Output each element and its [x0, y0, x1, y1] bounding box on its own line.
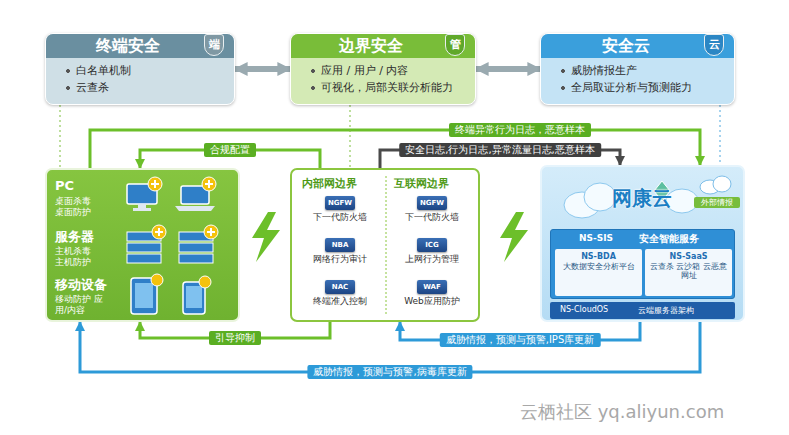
platform-bar: NS-CloudOS 云端服务器架构 — [550, 302, 735, 319]
service-name: 安全智能服务 — [639, 232, 699, 246]
product-name: 下一代防火墙 — [298, 212, 382, 223]
bullet-item: 云查杀 — [46, 79, 234, 96]
dotted-link — [720, 105, 721, 165]
flow-arrow — [476, 66, 540, 72]
bullet-item: 威胁情报生产 — [541, 62, 734, 79]
device-feature: 桌面杀毒 桌面防护 — [55, 196, 101, 218]
zone-heading: 内部网边界 — [302, 176, 357, 191]
device-label: PC — [55, 178, 74, 193]
server-icons — [127, 225, 218, 263]
security-panel: 边界安全管应用 / 用户 / 内容可视化，局部关联分析能力 — [290, 33, 476, 105]
mobile-icons — [131, 274, 211, 314]
product-name: 上网行为管理 — [390, 254, 474, 265]
flow-arrow — [235, 66, 290, 72]
module-desc: 云查杀 云沙箱 云恶意网址 — [647, 262, 730, 280]
bullet-item: 可视化，局部关联分析能力 — [291, 79, 475, 96]
product-item: NGFW 下一代防火墙 — [390, 194, 474, 234]
flow-label: 终端异常行为日志，恶意样本 — [449, 123, 591, 137]
flow-arrow — [90, 130, 700, 168]
flow-label: 引导抑制 — [209, 331, 261, 345]
flow-label: 威胁情报，预测与预警,IPS库更新 — [440, 333, 601, 347]
security-panel: 终端安全端白名单机制云查杀 — [45, 33, 235, 105]
module-code: NS-SaaS — [647, 251, 730, 262]
shield-badge: 云 — [704, 34, 724, 56]
device-feature: 移动防护 应用/内容 — [55, 294, 107, 316]
module-box: NS-SaaS云查杀 云沙箱 云恶意网址 — [645, 249, 732, 296]
module-desc: 大数据安全分析平台 — [557, 262, 640, 271]
device-label: 移动设备 — [55, 276, 107, 294]
dotted-link — [350, 105, 351, 168]
service-code: NS-SIS — [579, 233, 613, 243]
zone-heading: 互联网边界 — [394, 176, 449, 191]
product-name: 终端准入控制 — [298, 296, 382, 307]
device-feature: 主机杀毒 主机防护 — [55, 246, 101, 268]
intel-label: 外部情报 — [694, 197, 740, 208]
lightning-bolt — [500, 212, 528, 262]
boundary-panel: 内部网边界 互联网边界 NGFW 下一代防火墙 NBA 网络行为审计 NAC 终端准入控制 NG… — [290, 168, 480, 322]
flow-label: 安全日志,行为日志,异常流量日志,恶意样本 — [399, 143, 601, 157]
service-box: NS-SIS安全智能服务NS-BDA大数据安全分析平台NS-SaaS云查杀 云沙… — [550, 229, 735, 299]
bullet-item: 应用 / 用户 / 内容 — [291, 62, 475, 79]
product-icon: NGFW — [417, 196, 447, 210]
flow-label: 合规配置 — [204, 143, 256, 157]
product-name: 下一代防火墙 — [390, 212, 474, 223]
cloud-title: 网康云 — [612, 185, 672, 212]
product-item: NAC 终端准入控制 — [298, 278, 382, 318]
product-item: NBA 网络行为审计 — [298, 236, 382, 276]
product-item: WAF Web应用防护 — [390, 278, 474, 318]
shield-badge: 管 — [445, 34, 465, 56]
bullet-item: 白名单机制 — [46, 62, 234, 79]
flow-label: 威胁情报，预测与预警,病毒库更新 — [307, 365, 472, 379]
product-name: Web应用防护 — [390, 296, 474, 307]
security-panel: 安全云云威胁情报生产全局取证分析与预测能力 — [540, 33, 735, 105]
product-item: NGFW 下一代防火墙 — [298, 194, 382, 234]
cloud-panel: 网康云外部情报NS-SIS安全智能服务NS-BDA大数据安全分析平台NS-Saa… — [540, 165, 745, 322]
product-icon: NGFW — [325, 196, 355, 210]
platform-desc: 云端服务器架构 — [638, 305, 694, 316]
intel-source: 外部情报 — [694, 173, 740, 211]
product-name: 网络行为审计 — [298, 254, 382, 265]
product-icon: ICG — [417, 238, 447, 252]
watermark: 云栖社区 yq.aliyun.com — [520, 400, 724, 424]
shield-badge: 端 — [204, 34, 224, 56]
device-label: 服务器 — [55, 228, 94, 246]
pc-icons — [127, 177, 216, 211]
module-box: NS-BDA大数据安全分析平台 — [555, 249, 642, 296]
bullet-item: 全局取证分析与预测能力 — [541, 79, 734, 96]
lightning-bolt — [252, 212, 280, 262]
endpoint-panel: PC 桌面杀毒 桌面防护服务器主机杀毒 主机防护移动设备移动防护 应用/内容 — [45, 168, 240, 322]
product-item: ICG 上网行为管理 — [390, 236, 474, 276]
module-code: NS-BDA — [557, 251, 640, 262]
product-icon: WAF — [417, 280, 447, 294]
product-icon: NBA — [325, 238, 355, 252]
product-icon: NAC — [325, 280, 355, 294]
platform-code: NS-CloudOS — [560, 305, 608, 314]
dotted-link — [60, 105, 61, 168]
